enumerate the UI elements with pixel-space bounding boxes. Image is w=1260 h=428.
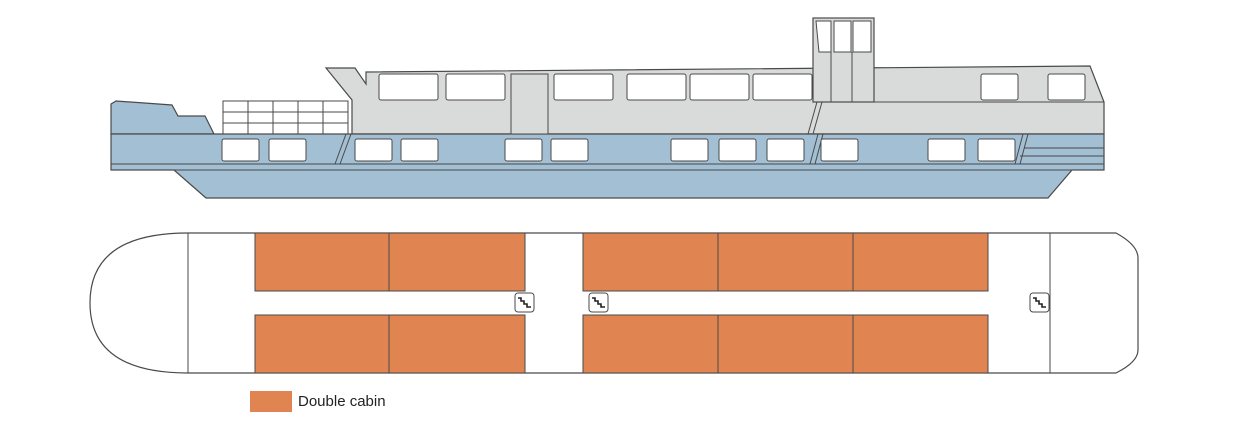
- porthole-window: [354, 138, 393, 162]
- porthole-window: [550, 138, 589, 162]
- double-cabin: [388, 232, 526, 292]
- upper-deck-windows: [378, 73, 1086, 101]
- porthole-window: [504, 138, 543, 162]
- bow-structure: [110, 100, 215, 135]
- double-cabin: [388, 314, 526, 374]
- upper-deck-door: [510, 73, 549, 135]
- hull-windows: [221, 138, 1016, 162]
- double-cabin: [582, 314, 719, 374]
- ship-side-profile: [110, 17, 1105, 199]
- upper-window: [378, 73, 439, 101]
- upper-window: [445, 73, 506, 101]
- upper-window: [980, 73, 1019, 101]
- porthole-window: [927, 138, 966, 162]
- double-cabin: [717, 232, 854, 292]
- double-cabin: [852, 314, 989, 374]
- staircase-icon: [1029, 292, 1050, 313]
- double-cabin: [582, 232, 719, 292]
- porthole-window: [268, 138, 307, 162]
- legend-swatch-double-cabin: [250, 391, 292, 412]
- double-cabin: [717, 314, 854, 374]
- double-cabin: [254, 232, 390, 292]
- porthole-window: [820, 138, 859, 162]
- staircase-icon: [514, 292, 535, 313]
- staircase-icon: [588, 292, 609, 313]
- porthole-window: [977, 138, 1016, 162]
- cabins-aft: [582, 232, 989, 374]
- wheelhouse-windows: [815, 20, 872, 53]
- porthole-window: [718, 138, 757, 162]
- deck-floor-plan: [89, 232, 1139, 374]
- wheelhouse-window: [815, 20, 832, 53]
- porthole-window: [400, 138, 439, 162]
- wheelhouse-window: [833, 20, 852, 53]
- double-cabin: [254, 314, 390, 374]
- upper-window: [626, 73, 687, 101]
- upper-window: [1047, 73, 1086, 101]
- legend: Double cabin: [250, 391, 386, 412]
- wheelhouse-window: [852, 20, 872, 53]
- cabins-forward: [254, 232, 526, 374]
- upper-window: [752, 73, 813, 101]
- upper-window: [689, 73, 750, 101]
- upper-window: [553, 73, 614, 101]
- porthole-window: [766, 138, 805, 162]
- legend-label-double-cabin: Double cabin: [298, 393, 386, 410]
- double-cabin: [852, 232, 989, 292]
- porthole-window: [670, 138, 709, 162]
- sun-deck-railing: [222, 100, 349, 135]
- porthole-window: [221, 138, 260, 162]
